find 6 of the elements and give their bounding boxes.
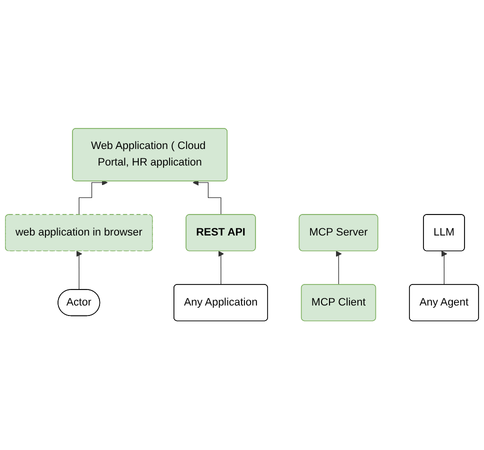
arrow bbox=[336, 251, 342, 286]
arrow bbox=[441, 251, 448, 286]
arrow bbox=[218, 251, 224, 286]
arrow bbox=[76, 251, 82, 291]
arrow bbox=[78, 180, 108, 216]
arrow bbox=[192, 180, 222, 216]
